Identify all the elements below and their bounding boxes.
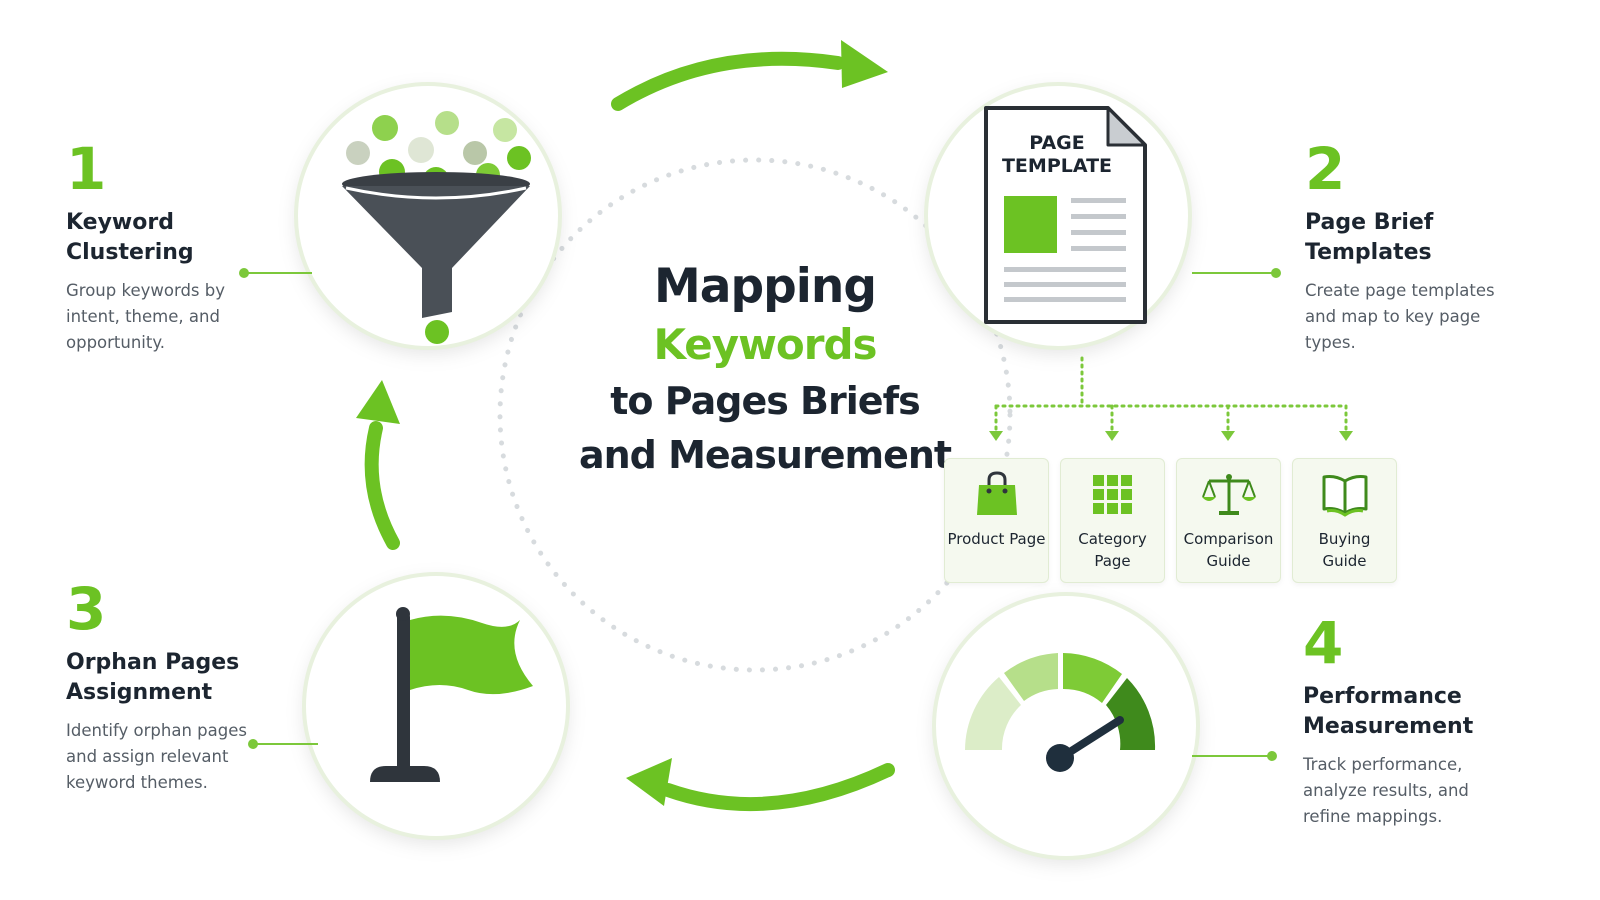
page-type-label: Product Page — [947, 530, 1046, 548]
title-line-2: Keywords — [653, 320, 877, 369]
page-type-branches — [994, 356, 1348, 434]
page-type-comparison: Comparison Guide — [1176, 458, 1281, 583]
step-2-description: Create page templates and map to key pag… — [1305, 281, 1495, 352]
gauge-icon — [965, 653, 1156, 772]
step-1-title: Keyword Clustering — [66, 210, 194, 265]
page-template-icon: PAGE TEMPLATE — [984, 106, 1147, 324]
title-line-3: to Pages Briefs — [610, 379, 920, 423]
step-3-title: Orphan Pages Assignment — [66, 650, 240, 705]
flag-icon — [370, 607, 533, 782]
step-1-text: 1 Keyword Clustering Group keywords by i… — [66, 140, 286, 356]
step-4-title: Performance Measurement — [1303, 684, 1474, 739]
step-4-description: Track performance, analyze results, and … — [1303, 755, 1469, 826]
title-line-1: Mapping — [654, 259, 877, 314]
page-type-buying-guide: Buying Guide — [1292, 458, 1397, 583]
arrow-bottom — [626, 758, 895, 812]
arrow-top — [611, 40, 888, 111]
step-2-text: 2 Page Brief Templates Create page templ… — [1305, 140, 1525, 356]
step-1-description: Group keywords by intent, theme, and opp… — [66, 281, 225, 352]
step-2-number: 2 — [1305, 135, 1345, 203]
template-doc-line1: PAGE — [1029, 132, 1084, 154]
title-line-4: and Measurement — [578, 433, 952, 477]
step-3-description: Identify orphan pages and assign relevan… — [66, 721, 247, 792]
scale-icon — [1202, 474, 1256, 515]
page-type-label: Comparison Guide — [1183, 530, 1274, 570]
diagram-title: Mapping Keywords to Pages Briefs and Mea… — [575, 258, 955, 482]
grid-icon — [1093, 475, 1132, 514]
step-3-circle — [302, 572, 570, 840]
step-3-text: 3 Orphan Pages Assignment Identify orpha… — [66, 580, 286, 796]
page-type-product: Product Page — [944, 458, 1049, 583]
step-4-circle — [932, 592, 1200, 860]
center-dotted-ring — [497, 157, 1013, 673]
step-1-number: 1 — [66, 135, 106, 203]
connector-step-3 — [248, 739, 318, 749]
connector-step-2 — [1192, 268, 1281, 278]
connector-step-1 — [239, 268, 312, 278]
book-icon — [1322, 475, 1368, 517]
step-3-number: 3 — [66, 575, 106, 643]
template-doc-line2: TEMPLATE — [1002, 155, 1112, 177]
step-4-number: 4 — [1303, 609, 1343, 677]
page-type-category: Category Page — [1060, 458, 1165, 583]
arrow-left — [356, 380, 400, 550]
funnel-icon — [342, 111, 531, 344]
step-2-title: Page Brief Templates — [1305, 210, 1434, 265]
page-type-label: Buying Guide — [1318, 530, 1371, 570]
connector-step-4 — [1192, 751, 1277, 761]
page-type-arrowheads — [989, 431, 1353, 441]
page-type-label: Category Page — [1078, 530, 1147, 570]
step-4-text: 4 Performance Measurement Track performa… — [1303, 614, 1523, 830]
shopping-bag-icon — [977, 471, 1017, 515]
